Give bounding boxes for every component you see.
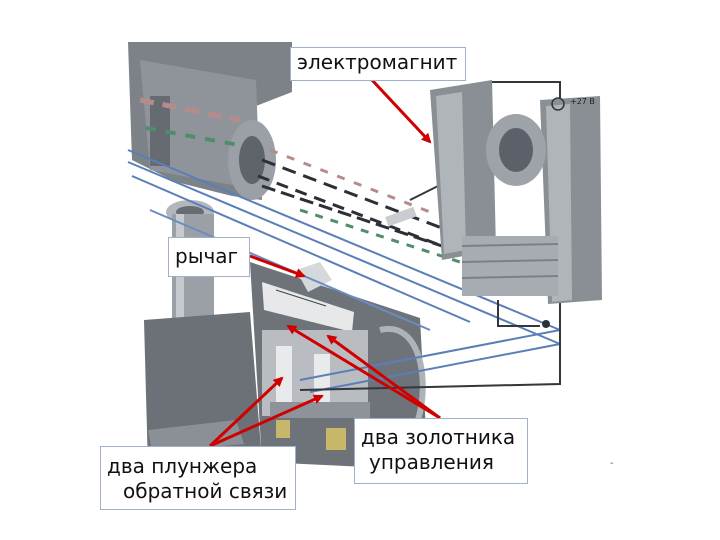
callout-electromagnet-text: электромагнит: [297, 50, 458, 74]
callout-lever-text: рычаг: [175, 244, 239, 268]
arrow-to-lever: [249, 254, 306, 278]
voltage-label: +27 В: [570, 97, 595, 106]
wires: [127, 81, 581, 393]
arrow-to-valve-right: [326, 334, 441, 420]
arrow-to-plunger-left: [208, 376, 284, 448]
arrow-to-valve-left: [286, 324, 441, 420]
callout-valves-line-1: два золотника: [361, 425, 516, 449]
callout-electromagnet: электромагнит: [290, 47, 466, 81]
callout-valves: два золотника управления: [354, 418, 528, 484]
valve-body: [250, 262, 428, 470]
callout-plungers-line-1: два плунжера: [107, 454, 258, 478]
callout-valves-line-2: управления: [369, 450, 494, 474]
stray-mark: -: [610, 458, 614, 469]
upper-housing: [128, 42, 292, 200]
arrow-to-electromagnet: [370, 78, 432, 144]
callout-arrows: [208, 78, 441, 448]
callout-lever: рычаг: [168, 237, 250, 277]
electromagnet: [385, 80, 602, 328]
callout-plungers: два плунжера обратной связи: [100, 446, 296, 510]
callout-plungers-line-2: обратной связи: [123, 479, 288, 503]
arrow-to-plunger-right: [209, 394, 324, 448]
